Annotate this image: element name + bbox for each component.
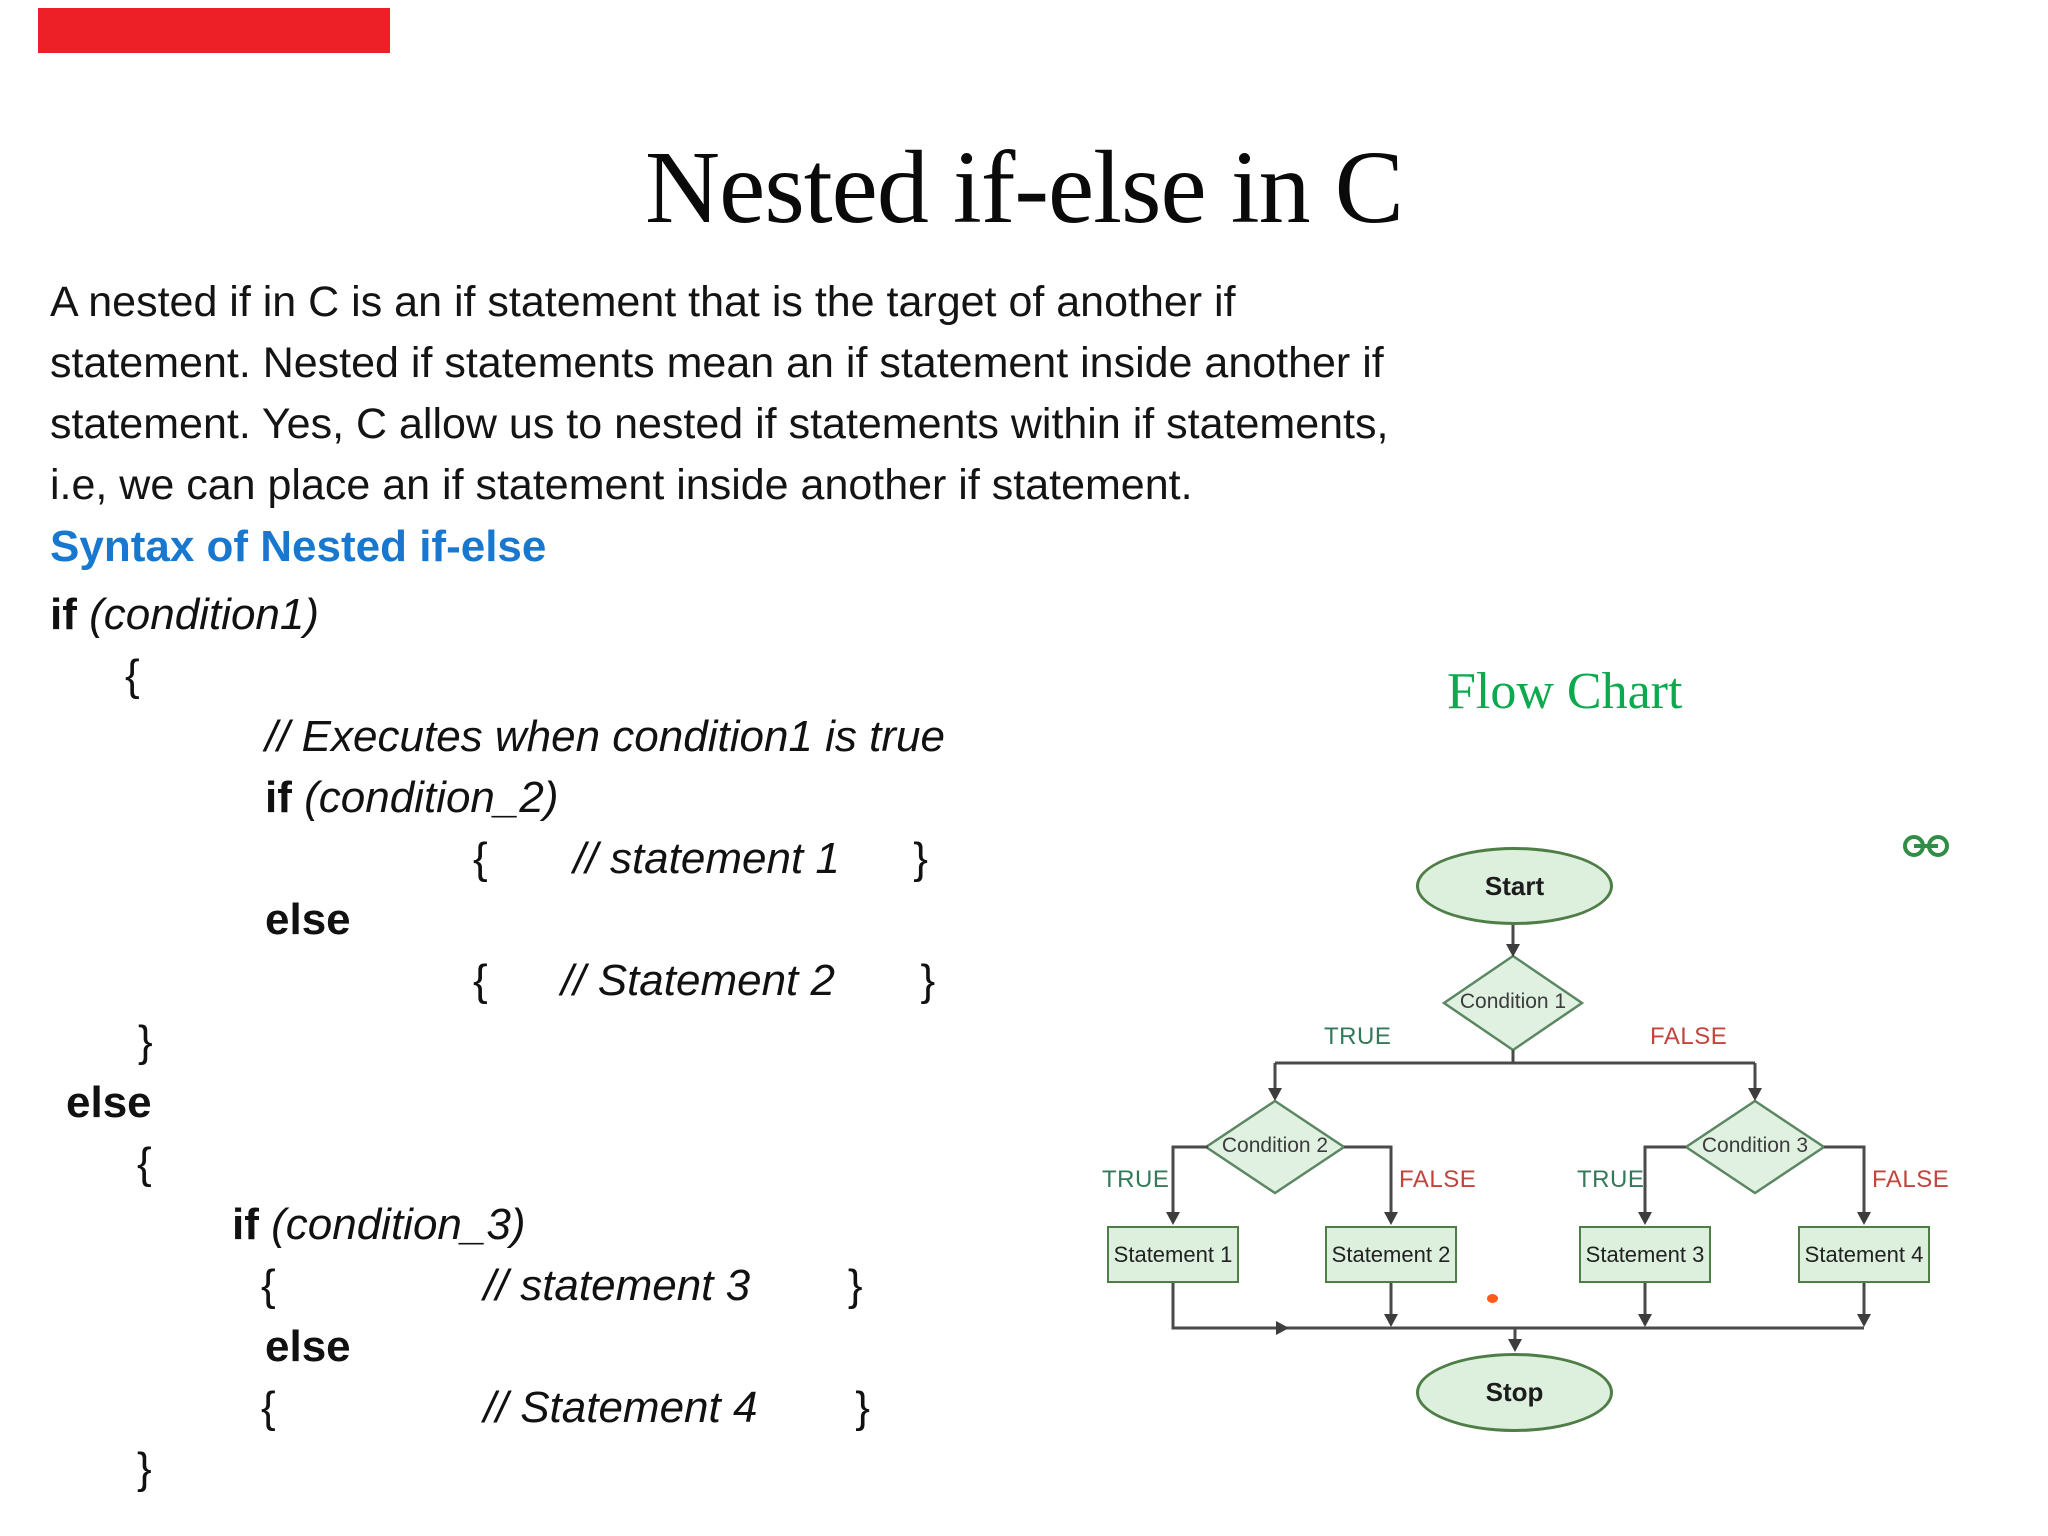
code-line: { // statement 1 } xyxy=(473,834,928,883)
code-line: } xyxy=(137,1444,152,1493)
code-line: else xyxy=(265,895,351,944)
condition2-diamond xyxy=(1203,1099,1347,1195)
syntax-heading: Syntax of Nested if-else xyxy=(50,522,547,571)
statement3-node: Statement 3 xyxy=(1579,1226,1711,1283)
statement1-node: Statement 1 xyxy=(1107,1226,1239,1283)
condition3-label: Condition 3 xyxy=(1701,1134,1809,1157)
flowchart-edges xyxy=(1166,925,1871,1352)
code-line: if (condition_2) xyxy=(265,773,559,822)
stop-node: Stop xyxy=(1416,1353,1613,1432)
statement4-node: Statement 4 xyxy=(1798,1226,1930,1283)
flowchart-heading: Flow Chart xyxy=(1447,663,1683,720)
code-line: { // Statement 4 } xyxy=(261,1383,870,1432)
true-label: TRUE xyxy=(1102,1166,1170,1193)
code-line: } xyxy=(138,1017,153,1066)
true-label: TRUE xyxy=(1324,1023,1392,1050)
geeksforgeeks-logo-icon xyxy=(1903,835,1949,857)
start-node: Start xyxy=(1416,847,1613,925)
paragraph-line: statement. Nested if statements mean an … xyxy=(50,339,1384,387)
arrowheads xyxy=(1166,944,1871,1352)
code-line: { xyxy=(137,1139,152,1188)
red-top-bar xyxy=(38,8,390,53)
code-line: else xyxy=(66,1078,152,1127)
code-line: // Executes when condition1 is true xyxy=(265,712,945,761)
false-label: FALSE xyxy=(1872,1166,1950,1193)
code-line: if (condition_3) xyxy=(232,1200,526,1249)
condition3-diamond xyxy=(1683,1099,1827,1195)
code-line: if (condition1) xyxy=(50,590,320,639)
statement2-node: Statement 2 xyxy=(1325,1226,1457,1283)
code-line: { xyxy=(125,651,140,700)
code-line: else xyxy=(265,1322,351,1371)
paragraph-line: A nested if in C is an if statement that… xyxy=(50,278,1236,326)
condition1-label: Condition 1 xyxy=(1459,990,1567,1013)
paragraph-line: statement. Yes, C allow us to nested if … xyxy=(50,400,1389,448)
code-line: { // statement 3 } xyxy=(261,1261,863,1310)
condition2-label: Condition 2 xyxy=(1221,1134,1329,1157)
page-title: Nested if-else in C xyxy=(645,130,1404,245)
true-label: TRUE xyxy=(1577,1166,1645,1193)
paragraph-line: i.e, we can place an if statement inside… xyxy=(50,461,1193,509)
orange-dot xyxy=(1487,1294,1498,1303)
intro-paragraph: A nested if in C is an if statement that… xyxy=(50,272,1650,516)
code-line: { // Statement 2 } xyxy=(473,956,936,1005)
code-block: if (condition1) { // Executes when conditi… xyxy=(50,584,1070,1499)
false-label: FALSE xyxy=(1650,1023,1728,1050)
false-label: FALSE xyxy=(1399,1166,1477,1193)
flowchart: Start Condition 1 Condition 2 Condition … xyxy=(1060,820,2048,1500)
